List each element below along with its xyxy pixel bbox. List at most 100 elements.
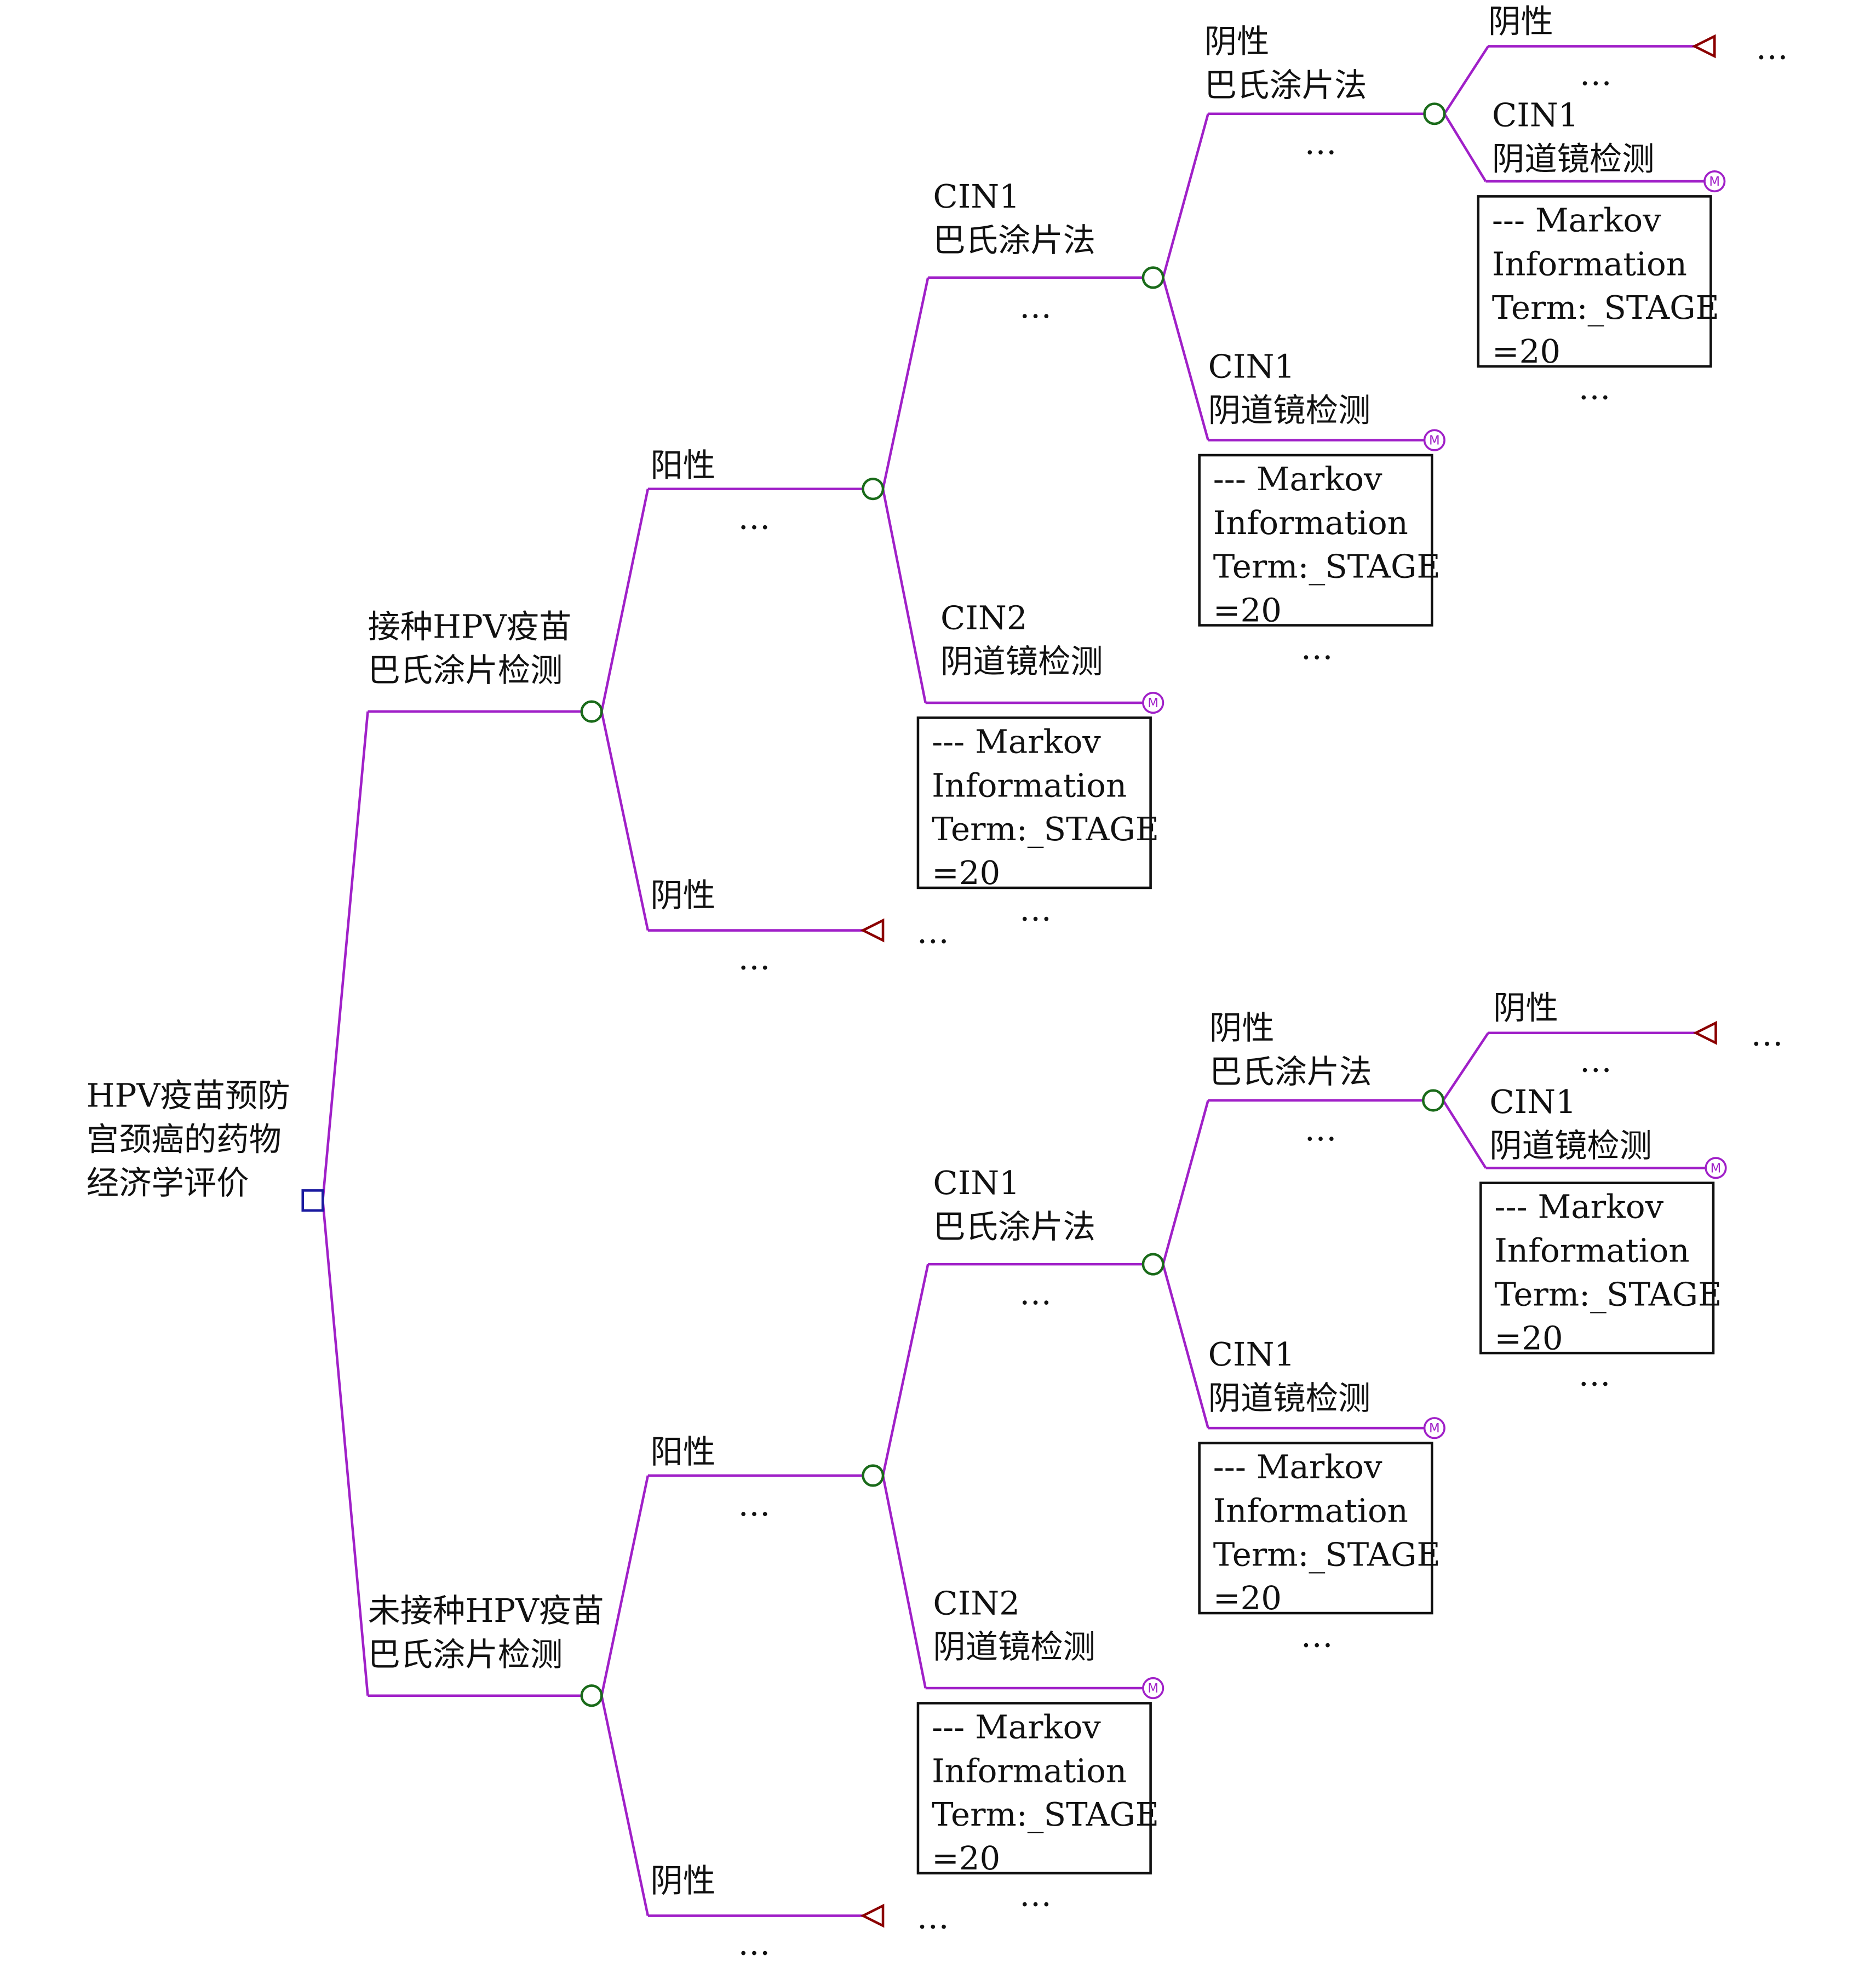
markov-info-line: =20 (1492, 332, 1561, 370)
markov-info-line: Term:_STAGE (1213, 548, 1441, 586)
ellipsis-text: … (738, 1924, 770, 1962)
root-title: 宫颈癌的药物 (87, 1120, 282, 1158)
markov-info-line: --- Markov (932, 1708, 1101, 1746)
branch-label-cin2-colposcopy: CIN2 (940, 599, 1028, 636)
branch-label-negative-leaf: 阴性 (1493, 989, 1558, 1027)
svg-text:M: M (1709, 175, 1720, 189)
branch-line (1162, 113, 1209, 278)
branch-line (321, 1200, 369, 1696)
markov-info-line: =20 (932, 854, 1000, 892)
markov-info-line: Information (1494, 1232, 1689, 1270)
markov-info-line: --- Markov (932, 722, 1101, 760)
tree-branches (321, 45, 1706, 1917)
triangle-terminal-node-icon[interactable] (1693, 1020, 1717, 1045)
ellipsis-text: … (1019, 1274, 1052, 1312)
svg-text:M: M (1148, 696, 1158, 710)
markov-info-line: Term:_STAGE (1494, 1275, 1722, 1313)
strategy-label: 巴氏涂片检测 (368, 651, 563, 689)
markov-info-line: Term:_STAGE (1492, 289, 1719, 326)
branch-label-cin2-colposcopy: 阴道镜检测 (933, 1628, 1095, 1666)
root-title: 经济学评价 (87, 1164, 249, 1202)
branch-label-cin1-pap: CIN1 (933, 1164, 1020, 1202)
markov-info-line: =20 (1213, 1579, 1282, 1617)
circle-m-markov-node-icon[interactable]: M (1423, 1417, 1445, 1439)
markov-info-line: Information (932, 766, 1127, 804)
triangle-terminal-node-icon[interactable] (860, 918, 885, 943)
ellipsis-text: … (1301, 629, 1333, 667)
branch-line (600, 1475, 650, 1696)
circle-chance-node-icon[interactable] (580, 1684, 603, 1707)
circle-m-markov-node-icon[interactable]: M (1142, 1677, 1164, 1700)
ellipsis-text: … (1304, 1110, 1336, 1148)
ellipsis-text: … (917, 913, 949, 950)
circle-m-markov-node-icon[interactable]: M (1703, 170, 1726, 193)
branch-label-cin1-colposcopy: 阴道镜检测 (1492, 140, 1655, 177)
circle-chance-node-icon[interactable] (1423, 102, 1446, 125)
circle-chance-node-icon[interactable] (1141, 1253, 1164, 1276)
circle-chance-node-icon[interactable] (1422, 1089, 1445, 1112)
strategy-label: 巴氏涂片检测 (368, 1636, 563, 1673)
strategy-label: 接种HPV疫苗 (368, 607, 571, 645)
triangle-terminal-node-icon[interactable] (1691, 34, 1716, 59)
branch-line (881, 1475, 927, 1689)
markov-info-line: --- Markov (1492, 201, 1661, 239)
markov-info-line: --- Markov (1213, 1448, 1382, 1485)
markov-info-line: Information (1492, 245, 1687, 283)
branch-label-negative-leaf: 阴性 (1488, 2, 1553, 40)
branch-label-cin1-colposcopy: 阴道镜检测 (1208, 391, 1371, 429)
svg-text:M: M (1148, 1682, 1158, 1696)
circle-chance-node-icon[interactable] (862, 478, 885, 501)
branch-label-negative-pap: 阴性 (1209, 1009, 1275, 1047)
branch-label-cin1-colposcopy: CIN1 (1208, 1335, 1295, 1373)
branch-line (321, 711, 369, 1201)
ellipsis-text: … (1301, 1617, 1333, 1655)
ellipsis-text: … (1578, 369, 1610, 406)
branch-line (1442, 1099, 1487, 1169)
branch-label-cin2-colposcopy: 阴道镜检测 (940, 642, 1103, 680)
ellipsis-text: … (1580, 1042, 1612, 1080)
root-title: HPV疫苗预防 (87, 1076, 290, 1114)
circle-chance-node-icon[interactable] (862, 1464, 885, 1487)
ellipsis-text: … (1019, 288, 1052, 325)
markov-info-line: =20 (1494, 1319, 1563, 1357)
branch-label-cin1-colposcopy: CIN1 (1489, 1083, 1576, 1121)
markov-info-line: Term:_STAGE (1213, 1535, 1441, 1573)
ellipsis-text: … (738, 939, 770, 977)
markov-info-line: Information (932, 1752, 1127, 1789)
ellipsis-text: … (738, 1485, 770, 1523)
markov-info-line: --- Markov (1494, 1188, 1663, 1226)
branch-line (1162, 1100, 1209, 1265)
branch-label-positive: 阳性 (650, 446, 715, 484)
circle-m-markov-node-icon[interactable]: M (1423, 429, 1445, 451)
ellipsis-text: … (1578, 1356, 1610, 1393)
circle-chance-node-icon[interactable] (580, 700, 603, 723)
branch-label-cin2-colposcopy: CIN2 (933, 1584, 1020, 1622)
branch-line (1162, 277, 1209, 441)
svg-text:M: M (1429, 434, 1440, 448)
branch-label-cin1-colposcopy: CIN1 (1208, 347, 1295, 385)
branch-label-negative-pap: 巴氏涂片法 (1209, 1053, 1372, 1091)
branch-label-cin1-colposcopy: 阴道镜检测 (1208, 1379, 1371, 1417)
branch-line (881, 489, 927, 703)
branch-label-cin1-pap: CIN1 (933, 177, 1020, 215)
branch-label-negative-pap: 阴性 (1204, 22, 1270, 60)
ellipsis-text: … (738, 499, 770, 537)
triangle-terminal-node-icon[interactable] (860, 1903, 885, 1928)
svg-text:M: M (1711, 1161, 1722, 1175)
markov-info-line: Term:_STAGE (932, 1795, 1159, 1833)
circle-chance-node-icon[interactable] (1141, 266, 1164, 289)
circle-m-markov-node-icon[interactable]: M (1142, 691, 1164, 714)
circle-m-markov-node-icon[interactable]: M (1705, 1157, 1727, 1179)
branch-line (881, 1264, 930, 1476)
markov-info-line: Term:_STAGE (932, 810, 1159, 848)
markov-info-line: =20 (932, 1839, 1000, 1877)
square-decision-node-icon[interactable] (301, 1189, 324, 1212)
branch-label-cin1-colposcopy: CIN1 (1492, 96, 1579, 134)
branch-line (600, 1695, 650, 1916)
